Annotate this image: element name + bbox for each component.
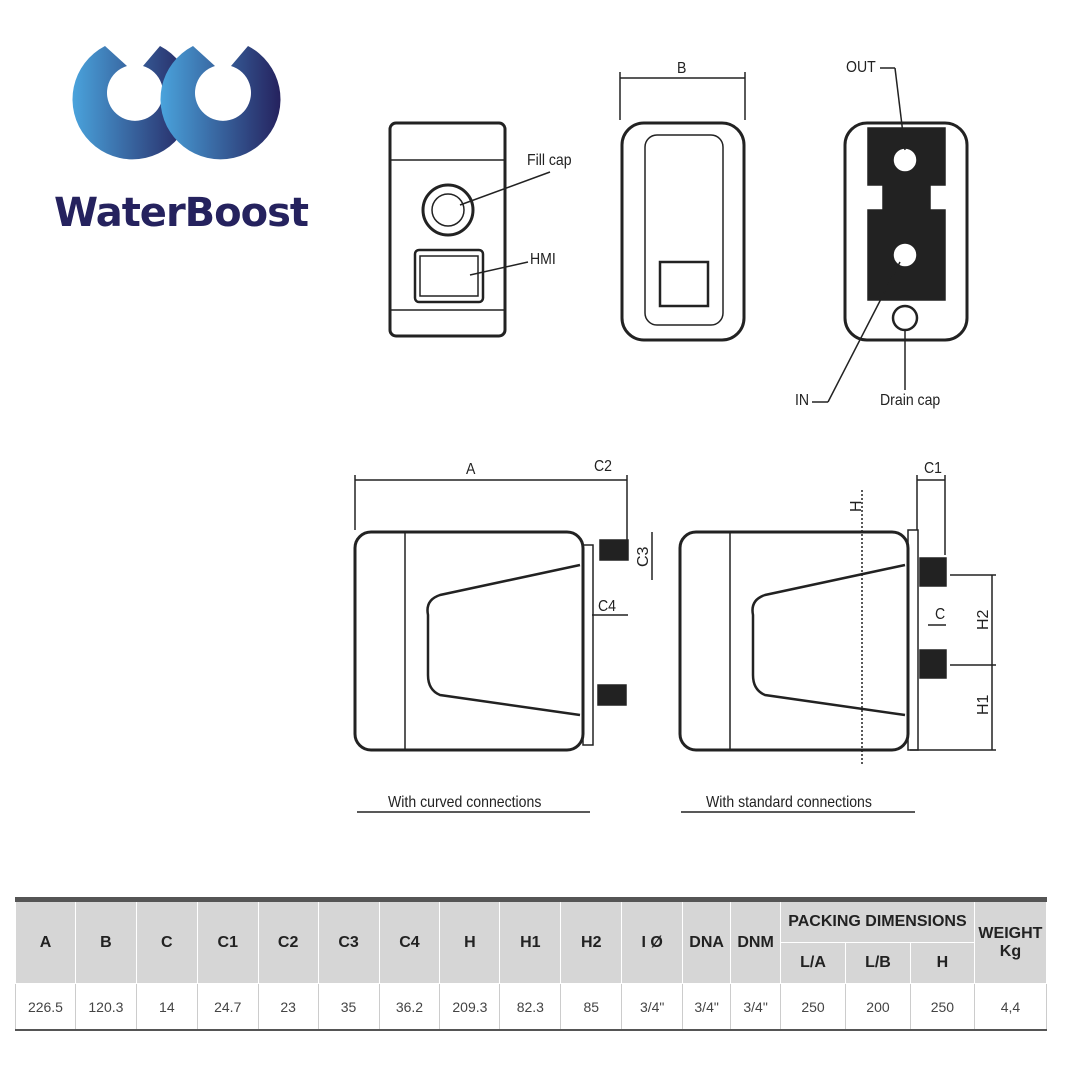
- table-cell: 120.3: [74, 983, 137, 1031]
- header-c2: C2: [257, 897, 319, 984]
- label-fill-cap: Fill cap: [527, 152, 572, 169]
- table-cell: 3/4": [682, 983, 732, 1031]
- header-weight: WEIGHT Kg: [973, 897, 1048, 984]
- standard-connections-view: [678, 475, 996, 813]
- technical-drawing: [353, 67, 996, 813]
- header-a: A: [15, 897, 76, 984]
- label-hmi: HMI: [530, 251, 556, 268]
- curved-connections-view: [353, 475, 653, 813]
- brand-name: WaterBoost: [54, 190, 309, 236]
- waterboost-logo-icon: [72, 46, 281, 160]
- header-packing-lb: L/B: [845, 942, 911, 984]
- header-h: H: [439, 897, 501, 984]
- header-h1: H1: [499, 897, 562, 984]
- header-h2: H2: [560, 897, 623, 984]
- label-drain-cap: Drain cap: [880, 392, 941, 409]
- header-packing-la: L/A: [780, 942, 846, 984]
- label-c2: C2: [594, 458, 612, 475]
- label-h1: H1: [975, 694, 992, 715]
- table-cell: 4,4: [973, 983, 1048, 1031]
- header-dna: DNA: [682, 897, 732, 984]
- header-b: B: [74, 897, 137, 984]
- table-cell: 250: [780, 983, 846, 1031]
- table-cell: 35: [317, 983, 380, 1031]
- label-h2: H2: [975, 609, 992, 630]
- table-cell: 23: [257, 983, 319, 1031]
- table-cell: 209.3: [439, 983, 501, 1031]
- table-cell: 14: [135, 983, 198, 1031]
- table-cell: 24.7: [196, 983, 259, 1031]
- table-subheader-row: L/A L/B H: [16, 942, 1047, 984]
- back-view: [812, 67, 969, 403]
- header-c4: C4: [378, 897, 441, 984]
- label-c3: C3: [635, 546, 652, 567]
- table-cell: 85: [560, 983, 623, 1031]
- front-view: [388, 121, 551, 338]
- label-b: B: [677, 60, 687, 77]
- table-row: 226.5 120.3 14 24.7 23 35 36.2 209.3 82.…: [15, 983, 1048, 1031]
- label-a: A: [466, 461, 476, 478]
- table-cell: 250: [909, 983, 975, 1031]
- label-c4: C4: [598, 598, 616, 615]
- table-cell: 200: [845, 983, 911, 1031]
- header-c: C: [135, 897, 198, 984]
- table-cell: 82.3: [499, 983, 562, 1031]
- header-packing-h: H: [909, 942, 975, 984]
- caption-standard: With standard connections: [706, 794, 872, 811]
- header-i-diameter: I Ø: [621, 897, 684, 984]
- label-c: C: [935, 606, 946, 623]
- label-in: IN: [795, 392, 810, 409]
- label-c1: C1: [924, 460, 942, 477]
- table-cell: 3/4": [730, 983, 782, 1031]
- header-packing-dimensions: PACKING DIMENSIONS: [780, 897, 975, 943]
- label-h: H: [848, 500, 865, 512]
- header-c3: C3: [317, 897, 380, 984]
- header-dnm: DNM: [730, 897, 782, 984]
- dimensions-table: A B C C1 C2 C3 C4 H H1 H2 I Ø DNA DNM PA…: [15, 897, 1048, 1031]
- label-out: OUT: [846, 59, 876, 76]
- caption-curved: With curved connections: [388, 794, 542, 811]
- table-cell: 36.2: [378, 983, 441, 1031]
- table-header-row: A B C C1 C2 C3 C4 H H1 H2 I Ø DNA DNM PA…: [15, 897, 1048, 984]
- side-view: [619, 72, 746, 342]
- table-cell: 3/4": [621, 983, 684, 1031]
- header-c1: C1: [196, 897, 259, 984]
- table-cell: 226.5: [15, 983, 76, 1031]
